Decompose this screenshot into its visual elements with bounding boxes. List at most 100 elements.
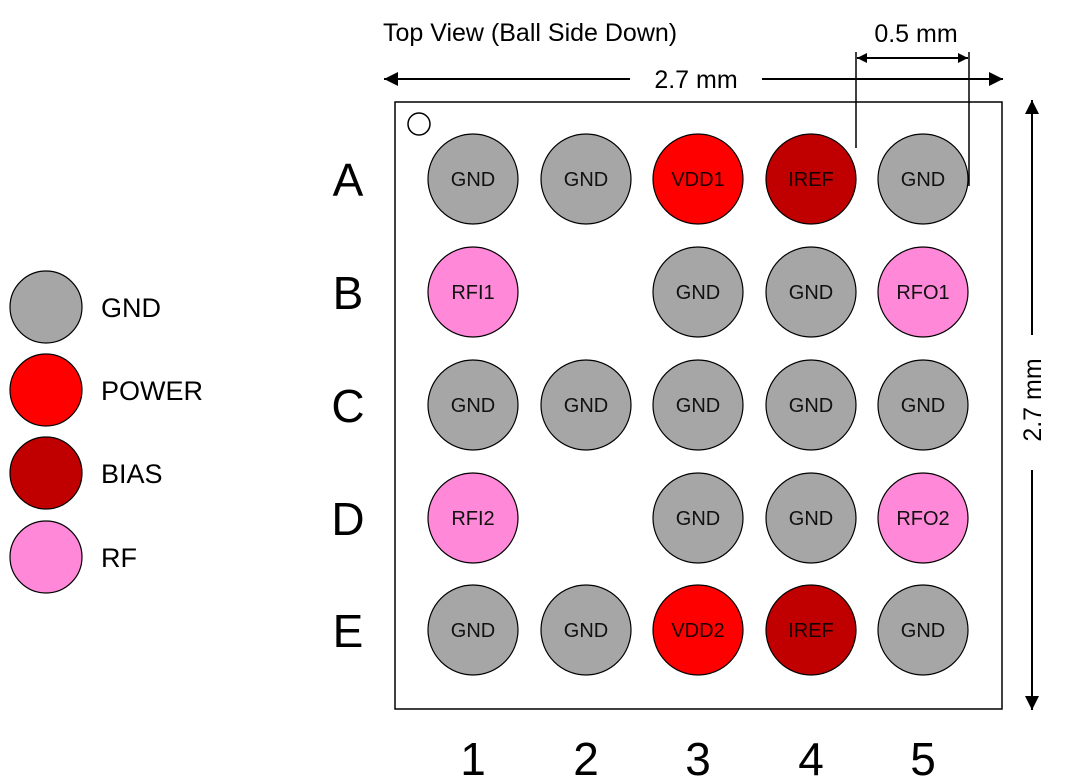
- ball-e3: VDD2: [652, 584, 744, 676]
- column-label-1: 1: [460, 733, 486, 781]
- ball-label: GND: [676, 508, 720, 530]
- row-label-c: C: [331, 380, 364, 432]
- ball-c3: GND: [652, 359, 744, 451]
- ball-circle: [427, 133, 519, 225]
- ball-label: GND: [789, 395, 833, 417]
- ball-label: GND: [676, 395, 720, 417]
- ball-label: GND: [676, 282, 720, 304]
- ball-circle: [877, 584, 969, 676]
- legend-label: GND: [101, 293, 161, 323]
- pitch-dimension: 0.5 mm: [855, 20, 970, 186]
- legend-swatch: [9, 520, 83, 594]
- ball-c2: GND: [540, 359, 632, 451]
- ball-label: RFO1: [896, 282, 949, 304]
- ball-label: GND: [564, 620, 608, 642]
- row-label-b: B: [333, 267, 364, 319]
- ball-b4: GND: [765, 246, 857, 338]
- legend: GND POWER BIAS RF: [9, 270, 203, 594]
- ball-circle: [652, 472, 744, 564]
- ball-circle: [765, 472, 857, 564]
- ball-label: GND: [451, 169, 495, 191]
- ball-circle: [652, 359, 744, 451]
- ball-circle: [652, 133, 744, 225]
- ball-label: GND: [564, 169, 608, 191]
- ball-d4: GND: [765, 472, 857, 564]
- ball-circle: [540, 584, 632, 676]
- ball-b1: RFI1: [427, 246, 519, 338]
- ball-d3: GND: [652, 472, 744, 564]
- ball-label: GND: [789, 508, 833, 530]
- ball-c5: GND: [877, 359, 969, 451]
- legend-item-rf: RF: [9, 520, 137, 594]
- ball-a4: IREF: [765, 133, 857, 225]
- ball-label: VDD2: [671, 620, 724, 642]
- ball-label: IREF: [788, 620, 834, 642]
- ball-circle: [427, 359, 519, 451]
- ball-circle: [765, 584, 857, 676]
- ball-circle: [765, 133, 857, 225]
- column-label-2: 2: [573, 733, 599, 781]
- column-label-5: 5: [910, 733, 936, 781]
- ball-a5: GND: [877, 133, 969, 225]
- row-label-d: D: [331, 493, 364, 545]
- ball-label: RFO2: [896, 508, 949, 530]
- ball-label: GND: [789, 282, 833, 304]
- ball-e2: GND: [540, 584, 632, 676]
- ball-circle: [540, 359, 632, 451]
- ball-label: GND: [451, 620, 495, 642]
- ball-label: RFI1: [451, 282, 494, 304]
- legend-swatch: [9, 436, 83, 510]
- ball-circle: [427, 584, 519, 676]
- ball-circle: [540, 133, 632, 225]
- ball-b5: RFO1: [877, 246, 969, 338]
- column-labels: 1 2 3 4 5: [460, 733, 936, 781]
- ball-label: RFI2: [451, 508, 494, 530]
- row-label-e: E: [333, 605, 364, 657]
- pitch-label: 0.5 mm: [874, 20, 957, 48]
- ball-label: GND: [901, 169, 945, 191]
- ball-d1: RFI2: [427, 472, 519, 564]
- ball-e1: GND: [427, 584, 519, 676]
- ball-a3: VDD1: [652, 133, 744, 225]
- ball-c4: GND: [765, 359, 857, 451]
- ball-label: IREF: [788, 169, 834, 191]
- ball-circle: [877, 246, 969, 338]
- legend-item-gnd: GND: [9, 270, 161, 344]
- ball-e5: GND: [877, 584, 969, 676]
- pin1-marker: [407, 112, 431, 136]
- height-dimension: 2.7 mm: [1019, 100, 1047, 710]
- ball-circle: [877, 359, 969, 451]
- package-outline: [394, 101, 1003, 710]
- ball-circle: [765, 246, 857, 338]
- ball-a1: GND: [427, 133, 519, 225]
- row-label-a: A: [333, 154, 364, 206]
- ball-circle: [427, 246, 519, 338]
- legend-item-bias: BIAS: [9, 436, 163, 510]
- ball-circle: [877, 133, 969, 225]
- ball-label: VDD1: [671, 169, 724, 191]
- ball-circle: [652, 584, 744, 676]
- ball-label: GND: [451, 395, 495, 417]
- legend-swatch: [9, 353, 83, 427]
- column-label-3: 3: [685, 733, 711, 781]
- ball-circle: [652, 246, 744, 338]
- column-label-4: 4: [798, 733, 824, 781]
- ball-circle: [765, 359, 857, 451]
- height-label: 2.7 mm: [1019, 358, 1047, 441]
- ball-label: GND: [901, 620, 945, 642]
- width-dimension: 2.7 mm: [384, 66, 1003, 94]
- ball-a2: GND: [540, 133, 632, 225]
- ball-d5: RFO2: [877, 472, 969, 564]
- row-labels: A B C D E: [331, 154, 364, 657]
- ball-e4: IREF: [765, 584, 857, 676]
- ball-b3: GND: [652, 246, 744, 338]
- legend-swatch: [9, 270, 83, 344]
- ball-circle: [427, 472, 519, 564]
- diagram-title: Top View (Ball Side Down): [383, 19, 677, 47]
- ball-label: GND: [564, 395, 608, 417]
- legend-item-power: POWER: [9, 353, 203, 427]
- legend-label: RF: [101, 543, 137, 573]
- ball-label: GND: [901, 395, 945, 417]
